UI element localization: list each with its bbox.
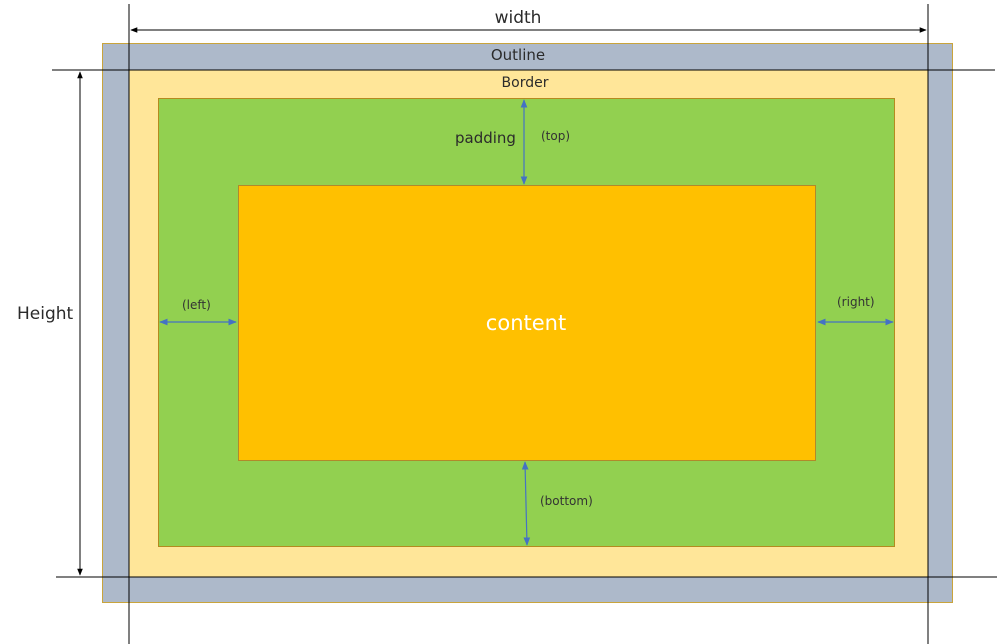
padding-top-label: (top) (541, 129, 571, 143)
content-region (238, 185, 816, 461)
height-label: Height (17, 304, 74, 324)
padding-right-label: (right) (837, 295, 875, 309)
padding-label: padding (455, 129, 516, 147)
outline-label: Outline (490, 46, 546, 64)
padding-bottom-arrow (521, 461, 531, 546)
width-label: width (494, 8, 542, 28)
padding-bottom-label: (bottom) (540, 494, 593, 508)
padding-left-label: (left) (182, 298, 211, 312)
border-label: Border (501, 75, 549, 91)
content-label: content (485, 311, 567, 335)
